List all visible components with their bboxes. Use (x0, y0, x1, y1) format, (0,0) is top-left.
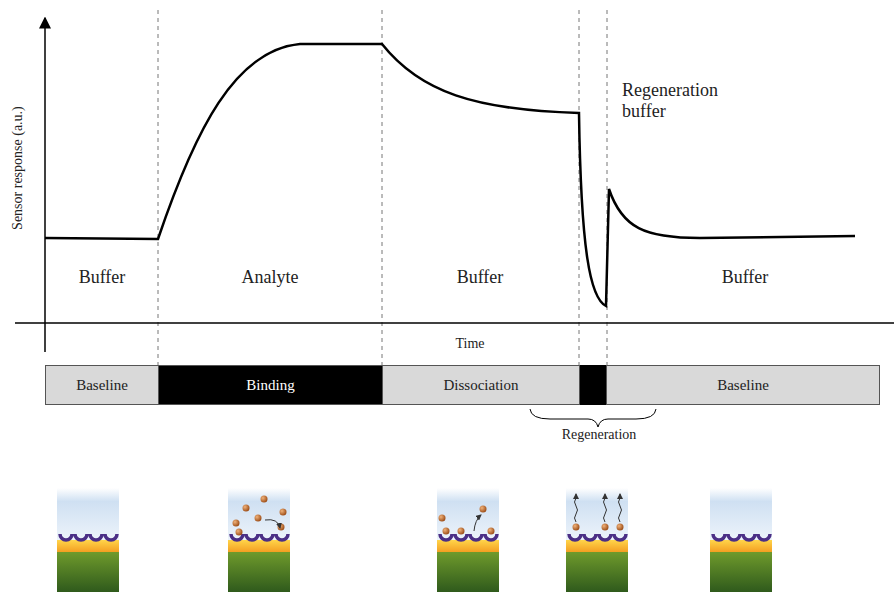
region-label: Buffer (400, 267, 560, 288)
bracket-label: Regeneration (540, 427, 658, 443)
region-label: Analyte (180, 267, 360, 288)
phase-box: Dissociation (382, 365, 580, 405)
phase-label: Binding (246, 377, 294, 394)
phase-label: Baseline (76, 377, 128, 394)
phase-box: Baseline (606, 365, 880, 405)
axis-title: Sensor response (a.u.) (10, 68, 26, 268)
axis-title: Time (430, 336, 510, 352)
region-label: Regeneration buffer (622, 80, 732, 121)
phase-label: Baseline (717, 377, 769, 394)
phase-label: Dissociation (444, 377, 519, 394)
phase-box: Baseline (45, 365, 159, 405)
region-label: Buffer (660, 267, 830, 288)
phase-box: Binding (158, 365, 383, 405)
region-label: Buffer (50, 267, 154, 288)
